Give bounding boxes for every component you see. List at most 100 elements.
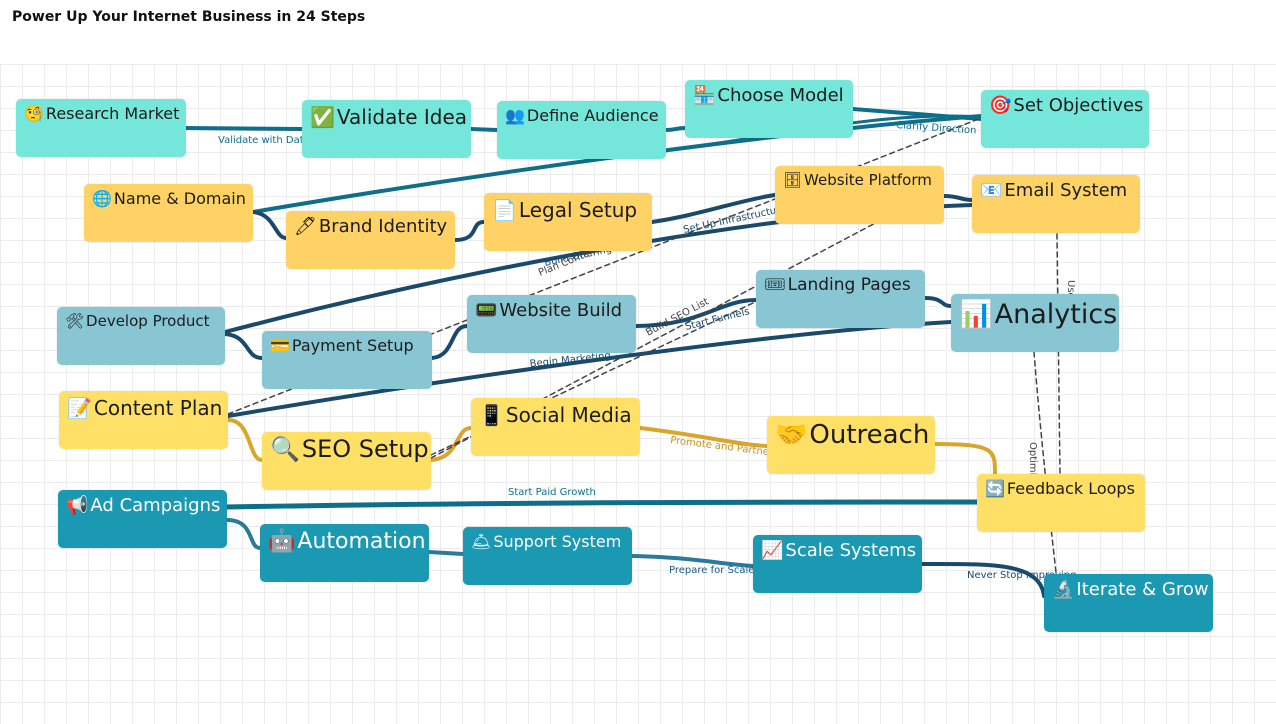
node-landing-pages[interactable]: 🎟Landing Pages <box>756 270 925 328</box>
robot-icon: 🤖 <box>268 529 296 554</box>
magnifier-icon: 🔍 <box>270 435 300 463</box>
edge-legal-platform <box>650 193 777 224</box>
node-payment-setup[interactable]: 💳Payment Setup <box>262 331 432 389</box>
edge-dashed-email-feedback <box>1056 233 1061 477</box>
node-label: Choose Model <box>717 85 844 106</box>
edge-automation-support <box>427 550 465 556</box>
refresh-icon: 🔄 <box>985 479 1005 498</box>
edge-audience-model <box>664 126 687 132</box>
node-outreach[interactable]: 🤝Outreach <box>767 416 935 474</box>
edge-social-outreach <box>638 426 769 448</box>
edge-dashed-seo-platform <box>430 209 901 459</box>
edge-develop-payment <box>223 332 264 360</box>
node-support-system[interactable]: 🛎Support System <box>463 527 632 585</box>
store-icon: 🏪 <box>693 85 716 106</box>
server-icon: 🗄 <box>783 171 803 189</box>
node-label: Support System <box>493 532 622 551</box>
megaphone-icon: 📢 <box>66 495 89 516</box>
edge-label-optimize: Optimize <box>1027 442 1038 487</box>
node-label: Content Plan <box>93 396 223 420</box>
edge-brand-legal <box>453 220 486 242</box>
check-icon: ✅ <box>310 105 335 129</box>
bell-icon: 🛎 <box>471 532 492 551</box>
node-website-platform[interactable]: 🗄Website Platform <box>775 166 944 224</box>
node-label: Outreach <box>809 420 930 450</box>
node-automation[interactable]: 🤖Automation <box>260 524 429 582</box>
edge-label-begin-marketing: Begin Marketing <box>529 351 611 370</box>
node-develop-product[interactable]: 🛠Develop Product <box>57 307 225 365</box>
node-label: Landing Pages <box>787 275 911 295</box>
node-label: Set Objectives <box>1013 95 1144 116</box>
edge-payment-build <box>430 324 469 360</box>
node-validate-idea[interactable]: ✅Validate Idea <box>302 100 471 158</box>
edge-landing-analytics <box>923 296 953 308</box>
node-define-audience[interactable]: 👥Define Audience <box>497 101 666 159</box>
bar-chart-icon: 📊 <box>959 299 993 330</box>
node-label: Analytics <box>994 299 1118 330</box>
edge-label-validate-with-data: Validate with Data <box>218 135 310 146</box>
edge-validate-audience <box>469 127 499 132</box>
edge-label-prepare-for-scale: Prepare for Scale <box>669 565 754 576</box>
node-social-media[interactable]: 📱Social Media <box>471 398 640 456</box>
node-legal-setup[interactable]: 📄Legal Setup <box>484 193 652 251</box>
globe-icon: 🌐 <box>92 189 112 208</box>
memo-icon: 📝 <box>67 396 92 420</box>
edge-outreach-feedback <box>933 442 997 476</box>
edge-seo-social <box>429 426 473 462</box>
node-iterate-grow[interactable]: 🔬Iterate & Grow <box>1044 574 1213 632</box>
ticket-icon: 🎟 <box>764 275 786 295</box>
node-label: Payment Setup <box>291 336 414 355</box>
edge-content-seo <box>226 418 264 462</box>
detective-icon: 🧐 <box>24 104 44 123</box>
chart-up-icon: 📈 <box>761 540 784 561</box>
node-label: Research Market <box>45 104 180 123</box>
node-scale-systems[interactable]: 📈Scale Systems <box>753 535 922 593</box>
node-label: Brand Identity <box>318 216 448 237</box>
node-label: Name & Domain <box>113 189 246 208</box>
tools-icon: 🛠 <box>65 312 85 330</box>
page-title: Power Up Your Internet Business in 24 St… <box>12 9 366 25</box>
edge-ads-automation <box>225 518 262 550</box>
node-research-market[interactable]: 🧐Research Market <box>16 99 186 157</box>
microscope-icon: 🔬 <box>1052 579 1075 600</box>
edge-platform-email <box>942 194 974 202</box>
node-seo-setup[interactable]: 🔍SEO Setup <box>262 432 431 490</box>
node-label: Website Build <box>499 300 623 321</box>
people-icon: 👥 <box>505 106 525 125</box>
node-label: Define Audience <box>526 106 659 125</box>
pager-icon: 📟 <box>475 300 498 321</box>
node-choose-model[interactable]: 🏪Choose Model <box>685 80 853 138</box>
phone-icon: 📱 <box>479 403 504 427</box>
edge-label-set-up-infrastructure: Set Up Infrastructure <box>682 203 787 236</box>
edge-scale-iterate <box>920 561 1046 598</box>
node-website-build[interactable]: 📟Website Build <box>467 295 636 353</box>
node-label: Automation <box>297 529 426 554</box>
node-label: Validate Idea <box>336 105 468 129</box>
edge-ads-feedback <box>224 499 980 510</box>
handshake-icon: 🤝 <box>775 420 808 450</box>
edge-support-scale <box>630 554 755 568</box>
node-label: SEO Setup <box>301 435 429 463</box>
document-icon: 📄 <box>492 198 517 222</box>
node-label: Social Media <box>505 403 632 427</box>
pen-icon: 🖊 <box>294 216 317 237</box>
node-content-plan[interactable]: 📝Content Plan <box>59 391 228 449</box>
edge-label-never-stop-improving: Never Stop Improving <box>967 570 1076 581</box>
node-analytics[interactable]: 📊Analytics <box>951 294 1119 352</box>
target-icon: 🎯 <box>989 95 1012 116</box>
edge-domain-brand <box>251 210 288 240</box>
node-label: Iterate & Grow <box>1076 579 1209 600</box>
credit-card-icon: 💳 <box>270 336 290 355</box>
node-email-system[interactable]: 📧Email System <box>972 175 1140 233</box>
edge-research-validate <box>184 126 304 131</box>
node-set-objectives[interactable]: 🎯Set Objectives <box>981 90 1149 148</box>
node-ad-campaigns[interactable]: 📢Ad Campaigns <box>58 490 227 548</box>
node-label: Feedback Loops <box>1006 479 1135 498</box>
edge-label-clarify-direction: Clarify Direction <box>896 120 977 137</box>
node-brand-identity[interactable]: 🖊Brand Identity <box>286 211 455 269</box>
node-label: Legal Setup <box>518 198 638 222</box>
edge-label-start-paid-growth: Start Paid Growth <box>508 487 596 498</box>
node-name-domain[interactable]: 🌐Name & Domain <box>84 184 253 242</box>
node-feedback-loops[interactable]: 🔄Feedback Loops <box>977 474 1145 532</box>
node-label: Develop Product <box>86 312 210 330</box>
